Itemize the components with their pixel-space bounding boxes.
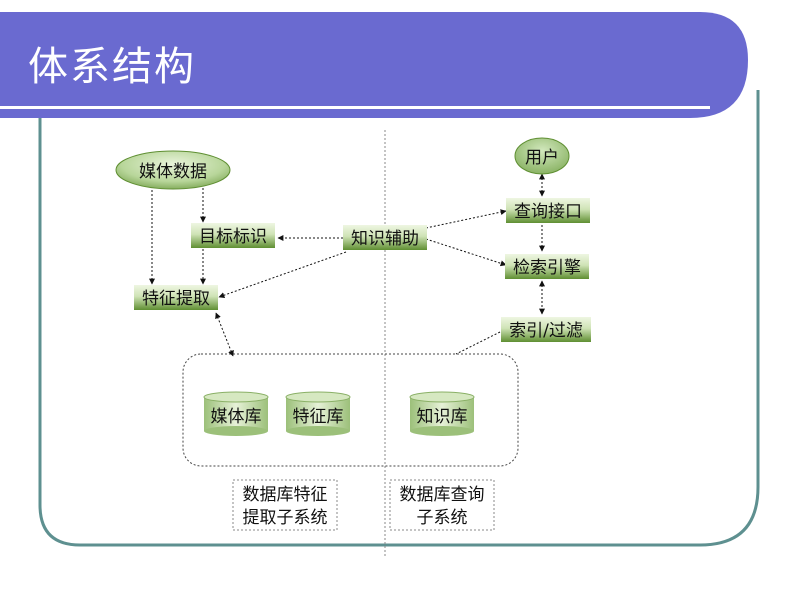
db-knowledge-label: 知识库 [417,407,468,427]
node-media-data-label: 媒体数据 [139,162,207,182]
db-knowledge: 知识库 [409,391,475,436]
node-feature-extract-label: 特征提取 [142,289,210,309]
node-knowledge-aid: 知识辅助 [343,225,427,250]
slide-frame [38,90,760,547]
node-query-interface-label: 查询接口 [514,202,582,222]
conn-feature-db [215,312,234,357]
node-search-engine: 检索引擎 [505,254,589,279]
subsystem-label-left: 数据库特征 提取子系统 [232,479,338,531]
node-target-identify-label: 目标标识 [199,227,267,247]
db-media: 媒体库 [203,391,269,436]
db-feature: 特征库 [285,391,351,436]
subsystem-left-line2: 提取子系统 [243,508,328,528]
conn-knowledge-to-feature [218,251,347,299]
conn-knowledge-to-search [425,238,507,267]
db-feature-label: 特征库 [293,407,344,427]
node-index-filter: 索引/过滤 [501,317,591,342]
subsystem-right-line1: 数据库查询 [400,485,485,505]
node-feature-extract: 特征提取 [134,285,218,310]
node-knowledge-aid-label: 知识辅助 [351,229,419,249]
slide-title: 体系结构 [28,44,196,90]
node-user-label: 用户 [525,148,559,168]
title-banner [0,12,748,118]
subsystem-left-line1: 数据库特征 [243,485,328,505]
database-group [182,353,519,467]
conn-index-to-db [455,331,501,355]
node-search-engine-label: 检索引擎 [513,258,581,278]
db-media-label: 媒体库 [211,407,262,427]
node-target-identify: 目标标识 [191,223,275,248]
banner-accent-line [0,106,710,109]
conn-knowledge-to-query [425,209,507,229]
subsystem-right-line2: 子系统 [417,508,468,528]
node-query-interface: 查询接口 [506,198,590,223]
subsystem-label-right: 数据库查询 子系统 [389,479,495,531]
connectors [149,173,545,357]
node-user: 用户 [514,137,570,175]
node-index-filter-label: 索引/过滤 [509,321,583,341]
node-media-data: 媒体数据 [115,150,231,190]
